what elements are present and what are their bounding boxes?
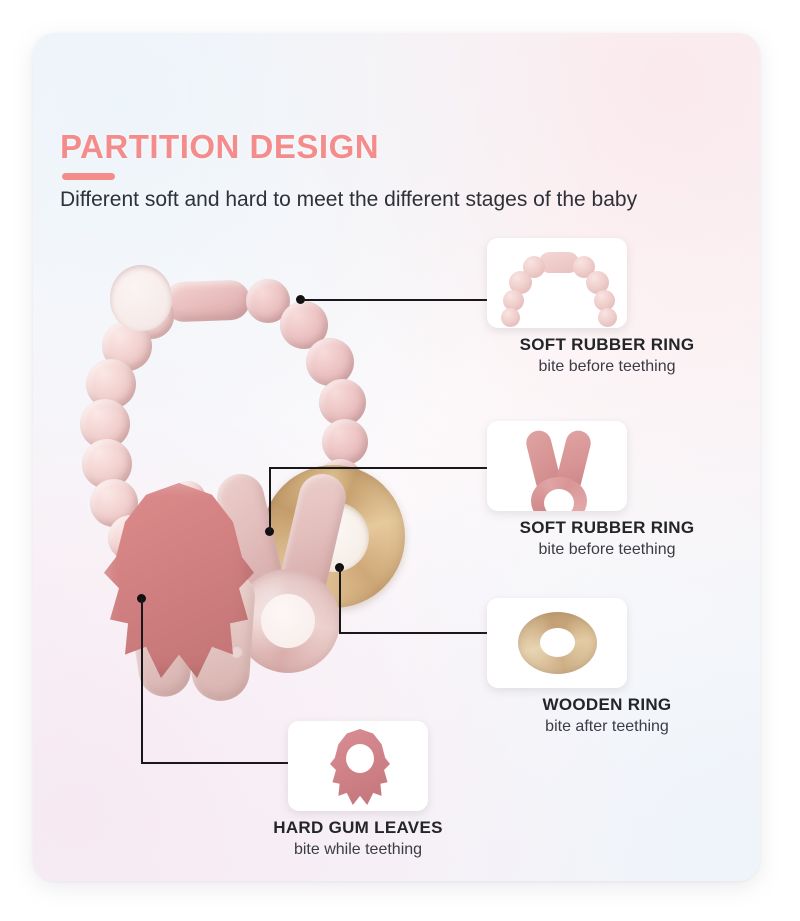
arch-bead: [594, 290, 615, 311]
leader-line-3v: [339, 567, 341, 633]
bunny-ear-ring-icon: [487, 421, 627, 511]
monstera-leaf-icon: [288, 721, 428, 811]
arch-bead: [509, 271, 532, 294]
leader-line-1: [300, 299, 487, 301]
page-subtitle: Different soft and hard to meet the diff…: [60, 188, 638, 211]
bead: [306, 338, 354, 386]
bunny-ring-hole: [261, 594, 315, 648]
bead-pill: [163, 279, 251, 323]
arch-pill: [539, 252, 579, 273]
bead: [322, 419, 368, 465]
arch-bead: [503, 290, 524, 311]
page-title: PARTITION DESIGN: [60, 128, 380, 165]
callout-title: HARD GUM LEAVES: [273, 818, 443, 837]
callout-subtitle: bite after teething: [545, 718, 669, 735]
floret-emboss: [230, 645, 243, 658]
thumb-bunny-hole: [544, 489, 574, 511]
leader-line-4h: [141, 762, 288, 764]
leader-line-4v: [141, 598, 143, 763]
thumb-leaf-hole: [346, 744, 374, 773]
arch-bead: [523, 256, 545, 278]
leader-dot-2: [265, 527, 274, 536]
callout-subtitle: bite while teething: [293, 841, 423, 858]
arch-bead: [598, 308, 617, 327]
callout-title: WOODEN RING: [542, 695, 672, 714]
callout-title: SOFT RUBBER RING: [519, 518, 695, 537]
leader-line-2v: [269, 467, 271, 531]
beaded-arch-icon: [487, 238, 627, 328]
leaf-body: [104, 483, 254, 678]
product-photo: [66, 233, 466, 753]
bunny-ring-part: [212, 469, 354, 688]
wooden-ring-icon: [487, 598, 627, 688]
callout-title: SOFT RUBBER RING: [519, 335, 695, 354]
callout-subtitle: bite before teething: [538, 541, 676, 558]
callout-subtitle: bite before teething: [538, 358, 676, 375]
arch-bead: [501, 308, 520, 327]
leader-line-2h: [269, 467, 487, 469]
arch-bead: [586, 271, 609, 294]
title-underline-rule: [62, 173, 115, 180]
product-info-card: PARTITION DESIGN Different soft and hard…: [33, 33, 760, 881]
leader-line-3h: [339, 632, 487, 634]
bead: [319, 379, 366, 426]
leaf-hole: [110, 265, 172, 331]
leaf-teether-part: [104, 483, 254, 678]
thumb-wood-hole: [540, 628, 575, 657]
